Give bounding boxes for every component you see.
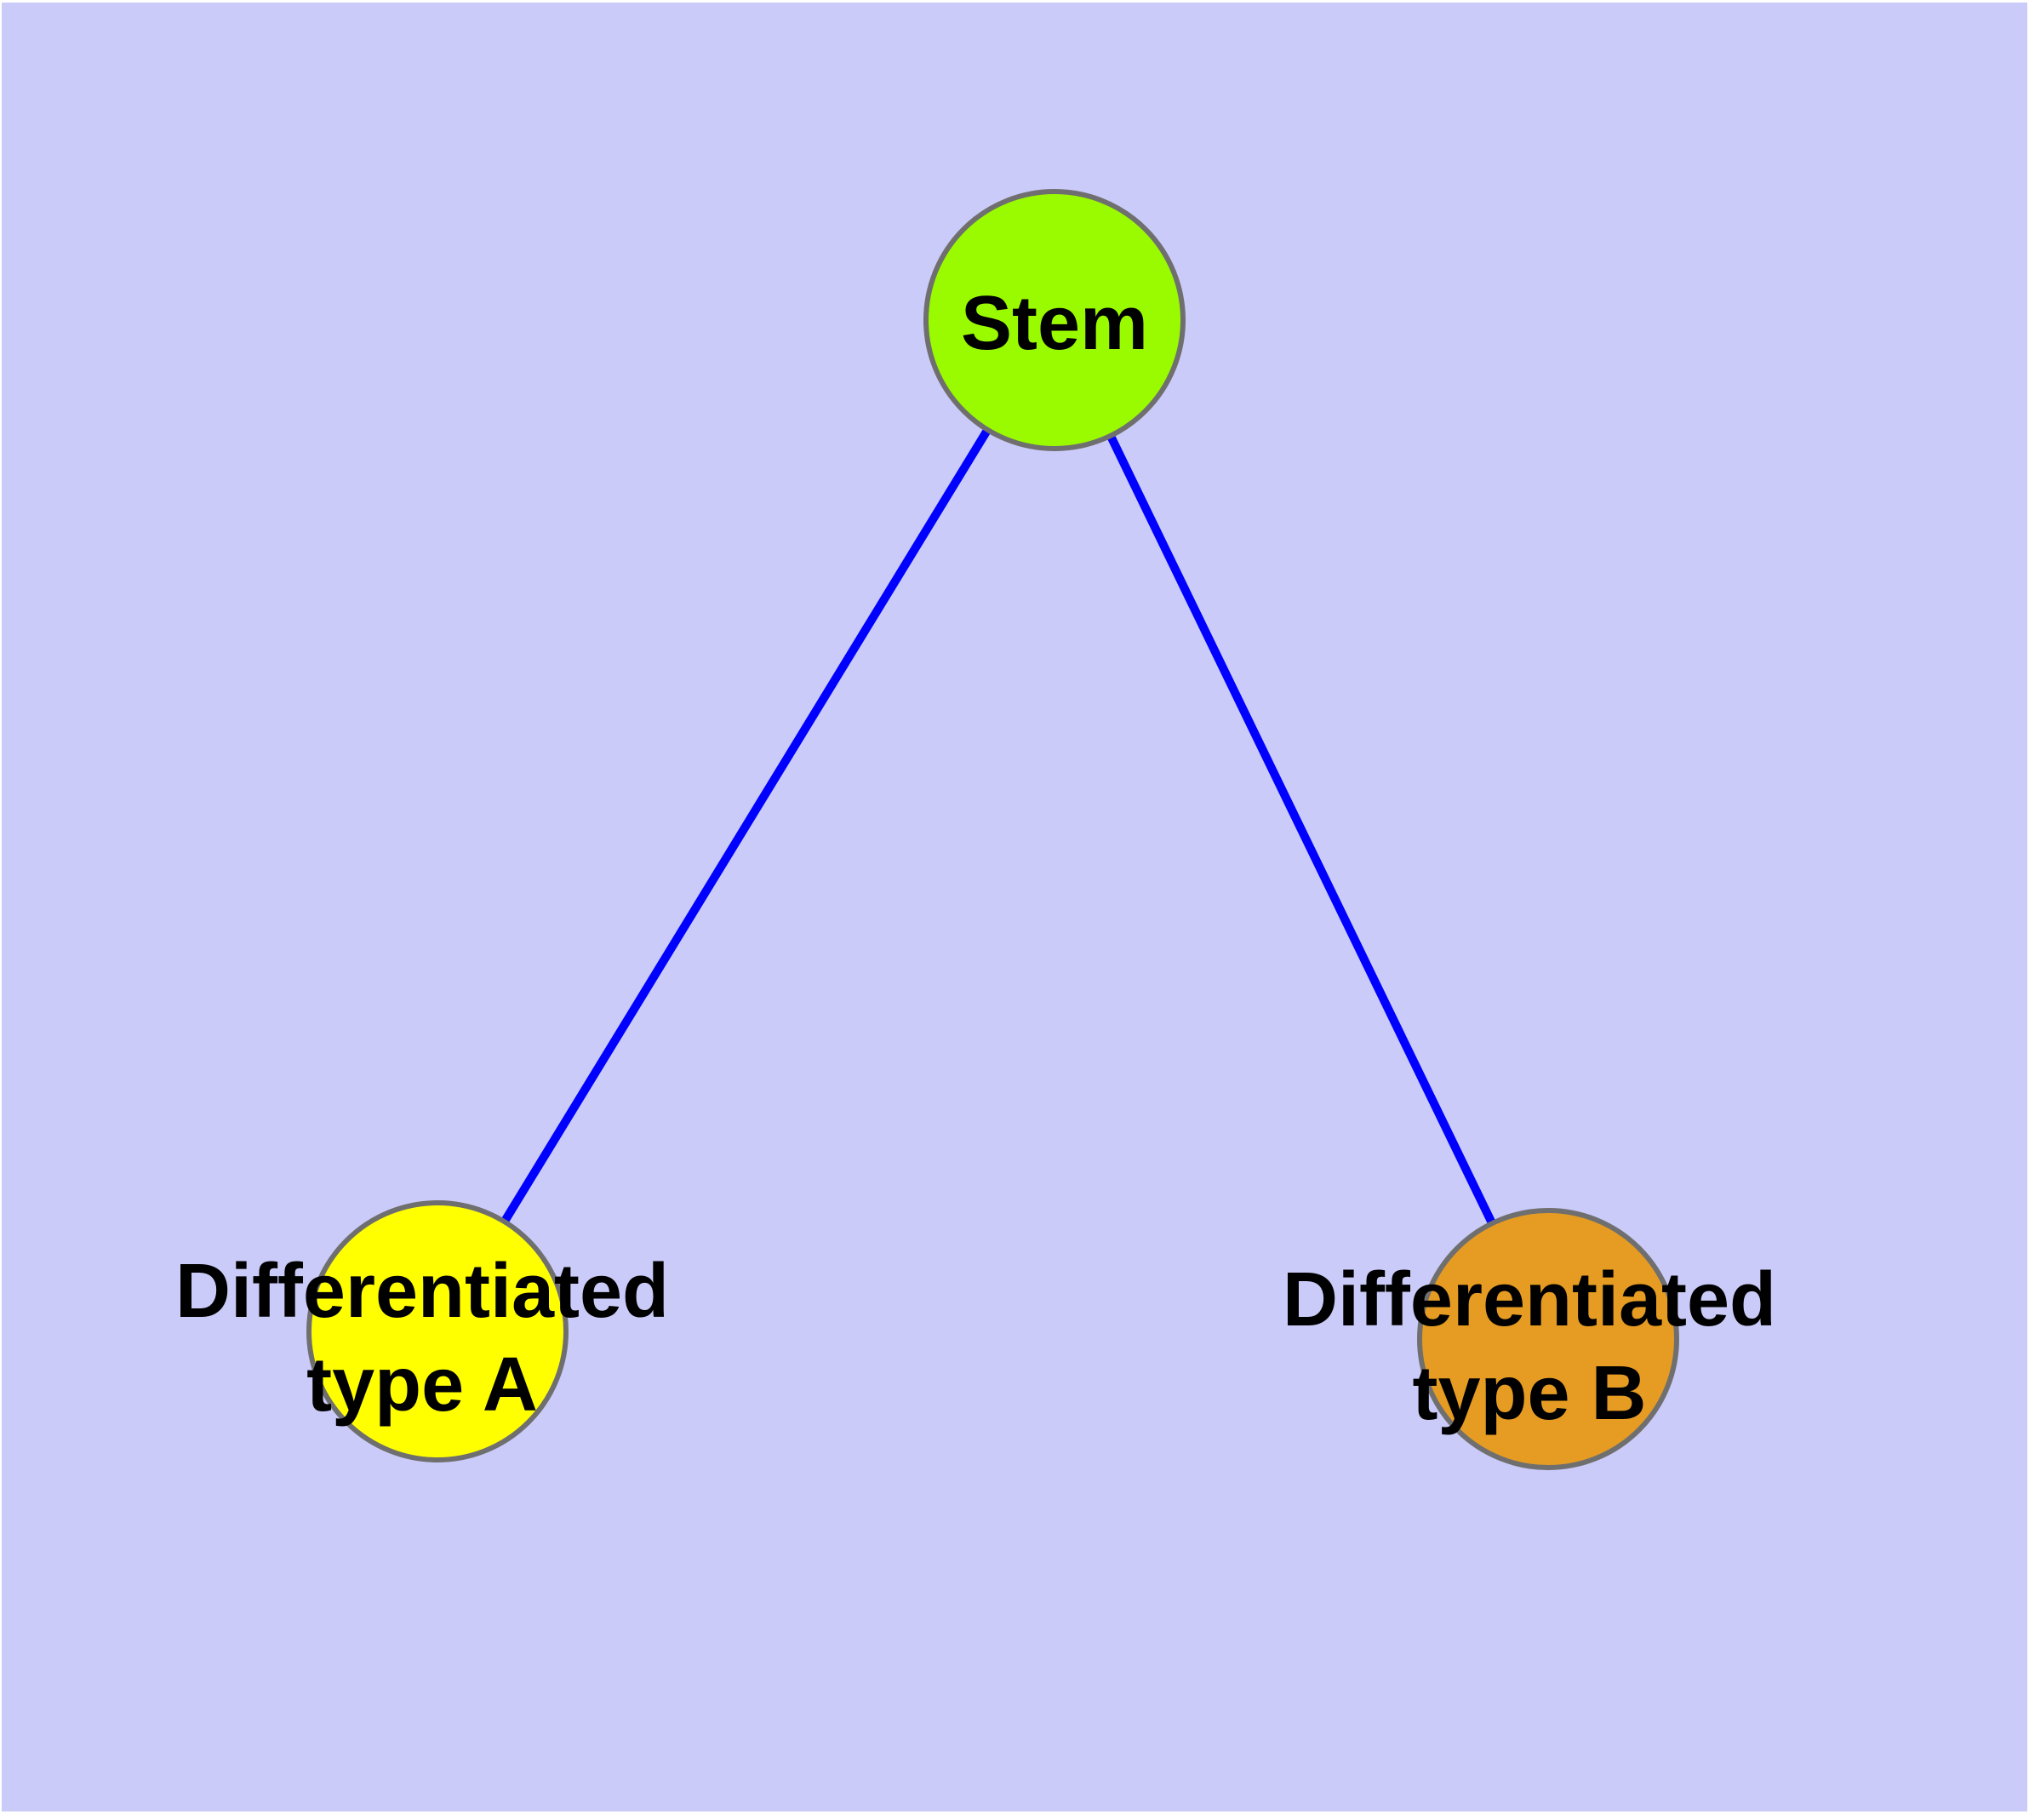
node-stem[interactable]	[923, 189, 1186, 451]
node-differentiated-type-b[interactable]	[1417, 1208, 1679, 1470]
node-type-a-label-line-1: Differentiated	[175, 1249, 669, 1334]
node-stem-label: Stem	[961, 281, 1148, 366]
node-type-a-label-line-2: type A	[306, 1342, 538, 1428]
node-type-b-label-line-1: Differentiated	[1283, 1257, 1776, 1342]
edge-stem-to-type-a	[433, 318, 1059, 1334]
node-differentiated-type-a[interactable]	[306, 1200, 569, 1462]
node-type-b-label-line-2: type B	[1412, 1351, 1646, 1436]
edge-stem-to-type-b	[1050, 318, 1552, 1342]
